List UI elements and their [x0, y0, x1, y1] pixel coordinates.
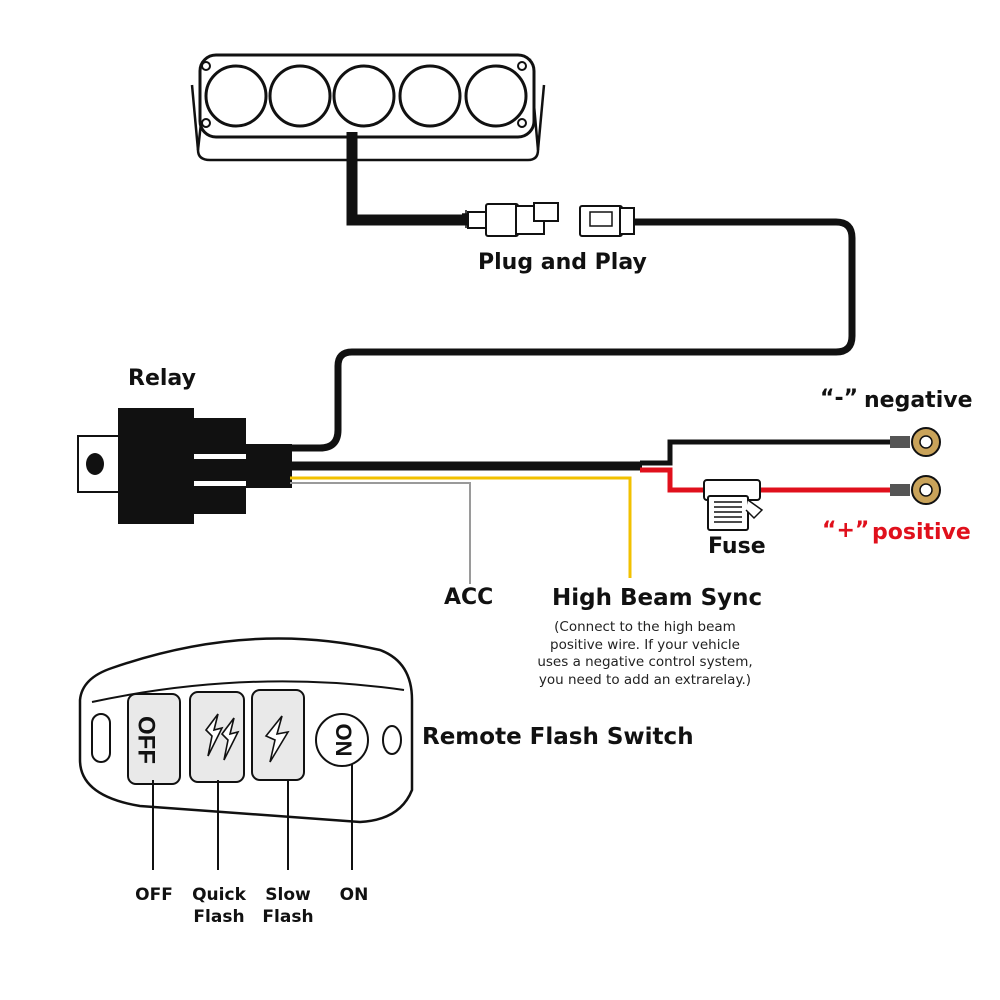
wire-positive — [640, 467, 910, 493]
positive-label: positive — [872, 520, 971, 545]
remote-control — [78, 637, 414, 824]
relay-output-cable — [290, 218, 856, 452]
switch-label-quick-line-1: Quick — [192, 885, 246, 905]
wire-negative — [640, 439, 910, 466]
double-lightning-icon — [204, 713, 240, 761]
switch-label-slow-line-1: Slow — [265, 885, 311, 905]
wire-high-beam-sync — [290, 476, 632, 578]
light-bar-cable — [346, 132, 468, 226]
switch-label-on: ON — [339, 885, 369, 905]
plug-connector-male — [462, 202, 559, 237]
note-line-3: uses a negative control system, — [537, 654, 753, 670]
relay-label: Relay — [128, 366, 196, 391]
plug-connector-female — [579, 205, 635, 237]
led-lens-1 — [204, 64, 268, 128]
remote-button-on — [315, 713, 369, 767]
switch-label-quick-line-2: Flash — [193, 907, 245, 927]
remote-button-on-label: ON — [331, 724, 356, 757]
remote-flash-switch-label: Remote Flash Switch — [422, 724, 694, 750]
led-lens-3 — [332, 64, 396, 128]
led-lens-5 — [464, 64, 528, 128]
led-lens-2 — [268, 64, 332, 128]
note-line-2: positive wire. If your vehicle — [550, 636, 740, 653]
switch-label-off: OFF — [135, 885, 173, 905]
note-line-4: you need to add an extrarelay.) — [538, 671, 752, 688]
fuse-holder — [703, 479, 764, 531]
lightning-icon — [264, 715, 290, 763]
ring-terminal-negative — [890, 427, 941, 457]
acc-label: ACC — [444, 585, 494, 610]
relay-body — [77, 408, 292, 524]
switch-label-slow-flash: Slow Flash — [259, 884, 317, 928]
ring-terminal-positive — [890, 475, 941, 505]
switch-label-quick-flash: Quick Flash — [190, 884, 248, 928]
high-beam-sync-label: High Beam Sync — [552, 585, 763, 611]
fuse-label: Fuse — [708, 534, 766, 559]
wire-acc — [290, 482, 471, 584]
switch-label-slow-line-2: Flash — [262, 907, 314, 927]
light-bar — [190, 53, 546, 162]
note-line-1: (Connect to the high beam — [554, 619, 736, 635]
high-beam-sync-note: (Connect to the high beam positive wire.… — [520, 619, 770, 689]
remote-button-off-label: OFF — [133, 716, 160, 764]
negative-label: negative — [864, 388, 973, 413]
plug-and-play-label: Plug and Play — [478, 250, 647, 275]
positive-sign-label: “+” — [822, 518, 870, 543]
negative-sign-label: “-” — [820, 386, 859, 411]
led-lens-4 — [398, 64, 462, 128]
